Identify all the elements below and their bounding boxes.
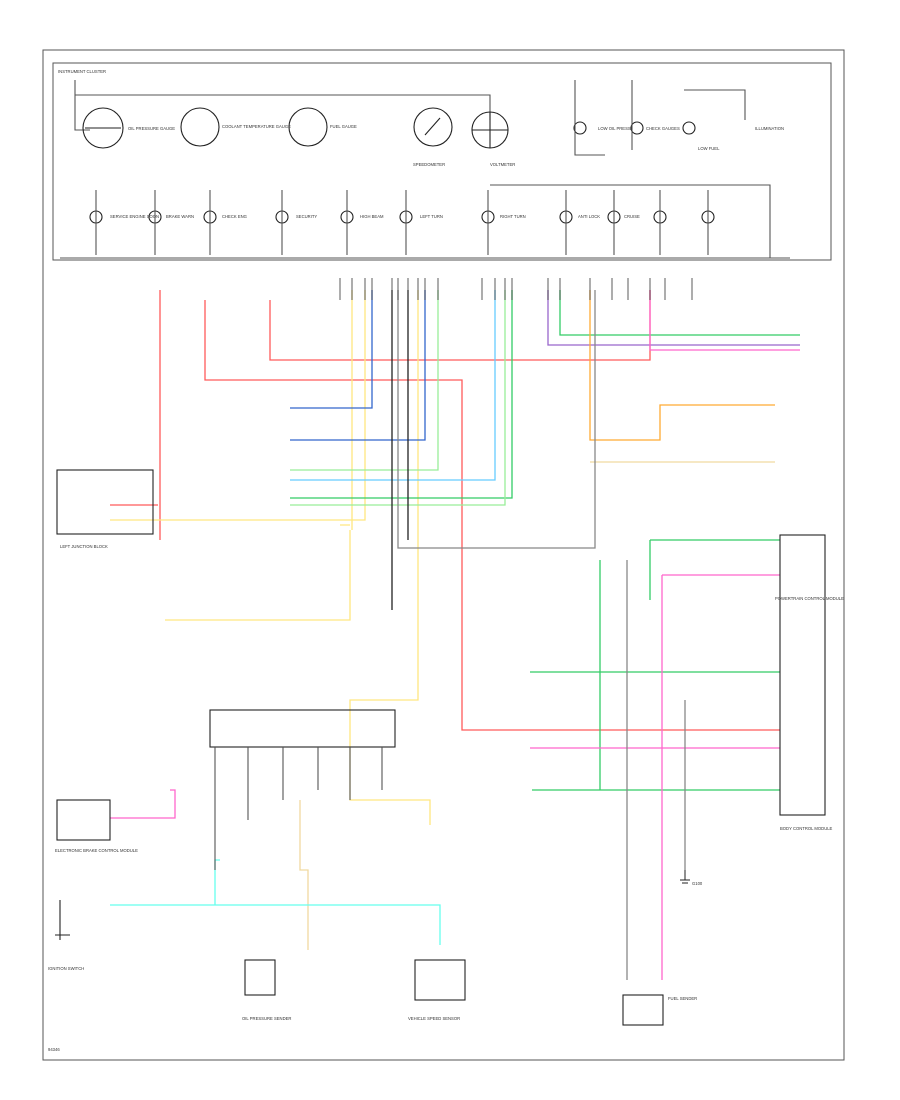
indicator-row-bottom: SERVICE ENGINE SOON BRAKE WARN CHECK ENG… bbox=[60, 184, 790, 259]
wire-harness bbox=[110, 290, 800, 980]
wire-yellow-3 bbox=[349, 290, 431, 825]
svg-text:LOW OIL PRESS: LOW OIL PRESS bbox=[598, 126, 631, 131]
oil-sender-box bbox=[244, 959, 276, 996]
svg-text:SERVICE ENGINE SOON: SERVICE ENGINE SOON bbox=[110, 214, 159, 219]
svg-text:HIGH BEAM: HIGH BEAM bbox=[360, 214, 384, 219]
svg-text:BODY CONTROL MODULE: BODY CONTROL MODULE bbox=[780, 826, 833, 831]
svg-text:LEFT JUNCTION BLOCK: LEFT JUNCTION BLOCK bbox=[60, 544, 108, 549]
wire-lightgreen bbox=[290, 290, 439, 471]
wire-gray bbox=[397, 290, 596, 549]
gauge-coolant: COOLANT TEMPERATURE GAUGE bbox=[180, 107, 291, 147]
svg-text:CHECK ENG: CHECK ENG bbox=[222, 214, 247, 219]
gauge-oil: OIL PRESSURE GAUGE bbox=[82, 107, 175, 149]
wire-pink-1 bbox=[649, 290, 800, 351]
svg-text:POWERTRAIN CONTROL MODULE: POWERTRAIN CONTROL MODULE bbox=[775, 596, 844, 601]
wire-pink-2 bbox=[110, 789, 176, 819]
wire-blue-1 bbox=[290, 290, 373, 409]
svg-text:ILLUMINATION: ILLUMINATION bbox=[755, 126, 784, 131]
wire-green-1 bbox=[290, 290, 513, 499]
wire-lightblue bbox=[290, 290, 496, 481]
ecm-box bbox=[56, 799, 111, 841]
svg-text:SPEEDOMETER: SPEEDOMETER bbox=[413, 162, 445, 167]
svg-text:RIGHT TURN: RIGHT TURN bbox=[500, 214, 526, 219]
svg-text:CHECK GAUGES: CHECK GAUGES bbox=[646, 126, 680, 131]
svg-text:VEHICLE SPEED SENSOR: VEHICLE SPEED SENSOR bbox=[408, 1016, 460, 1021]
svg-text:CRUISE: CRUISE bbox=[624, 214, 640, 219]
wire-green-3 bbox=[649, 539, 780, 600]
fuse-block-wires bbox=[214, 747, 383, 870]
ignition-switch bbox=[55, 900, 70, 940]
svg-text:FUEL GAUGE: FUEL GAUGE bbox=[330, 124, 357, 129]
fuel-sender-box bbox=[622, 994, 664, 1026]
instrument-cluster-box bbox=[52, 62, 832, 261]
body-module-box bbox=[779, 534, 826, 816]
wire-yellow-1 bbox=[165, 290, 353, 621]
gauge-voltmeter: VOLTMETER bbox=[471, 111, 515, 167]
svg-text:ANTI LOCK: ANTI LOCK bbox=[578, 214, 600, 219]
gauge-fuel: FUEL GAUGE bbox=[288, 107, 357, 147]
wire-gray-2 bbox=[626, 560, 686, 980]
instrument-cluster-frame bbox=[42, 49, 845, 1061]
svg-text:OIL PRESSURE GAUGE: OIL PRESSURE GAUGE bbox=[128, 126, 175, 131]
svg-text:COOLANT TEMPERATURE GAUGE: COOLANT TEMPERATURE GAUGE bbox=[222, 124, 291, 129]
wire-red-2 bbox=[269, 290, 651, 361]
page-id: 94346 bbox=[48, 1047, 60, 1052]
svg-text:G100: G100 bbox=[692, 881, 703, 886]
wire-black bbox=[391, 290, 409, 610]
wire-red-1 bbox=[159, 290, 780, 731]
wire-green-5 bbox=[532, 560, 780, 791]
wire-lightgreen-2 bbox=[290, 290, 506, 506]
wire-tan bbox=[299, 461, 775, 950]
wire-green-2 bbox=[559, 290, 800, 336]
svg-text:VOLTMETER: VOLTMETER bbox=[490, 162, 515, 167]
left-junction-box bbox=[56, 469, 154, 535]
indicator-row-top: LOW OIL PRESS CHECK GAUGES LOW FUEL ILLU… bbox=[573, 80, 784, 156]
vss-box bbox=[414, 959, 466, 1001]
cluster-title: INSTRUMENT CLUSTER bbox=[58, 69, 106, 74]
gauge-bus bbox=[75, 94, 491, 120]
svg-text:LEFT TURN: LEFT TURN bbox=[420, 214, 443, 219]
wire-violet bbox=[547, 290, 800, 346]
connector-row bbox=[339, 278, 693, 300]
svg-text:BRAKE WARN: BRAKE WARN bbox=[166, 214, 194, 219]
wire-orange bbox=[589, 290, 775, 441]
gauge-speedometer: SPEEDOMETER bbox=[413, 107, 453, 167]
svg-text:ELECTRONIC BRAKE CONTROL MODUL: ELECTRONIC BRAKE CONTROL MODULE bbox=[55, 848, 138, 853]
svg-text:FUEL SENDER: FUEL SENDER bbox=[668, 996, 697, 1001]
svg-text:OIL PRESSURE SENDER: OIL PRESSURE SENDER bbox=[242, 1016, 291, 1021]
ground-symbol bbox=[680, 870, 690, 884]
wire-cyan bbox=[110, 859, 441, 945]
fuse-block bbox=[209, 709, 396, 748]
gauge-feed bbox=[74, 80, 90, 131]
wire-pink-3 bbox=[530, 574, 780, 980]
svg-text:LOW FUEL: LOW FUEL bbox=[698, 146, 720, 151]
svg-text:SECURITY: SECURITY bbox=[296, 214, 317, 219]
wire-blue-2 bbox=[290, 290, 426, 441]
svg-text:IGNITION SWITCH: IGNITION SWITCH bbox=[48, 966, 84, 971]
wire-yellow-2 bbox=[110, 290, 366, 521]
